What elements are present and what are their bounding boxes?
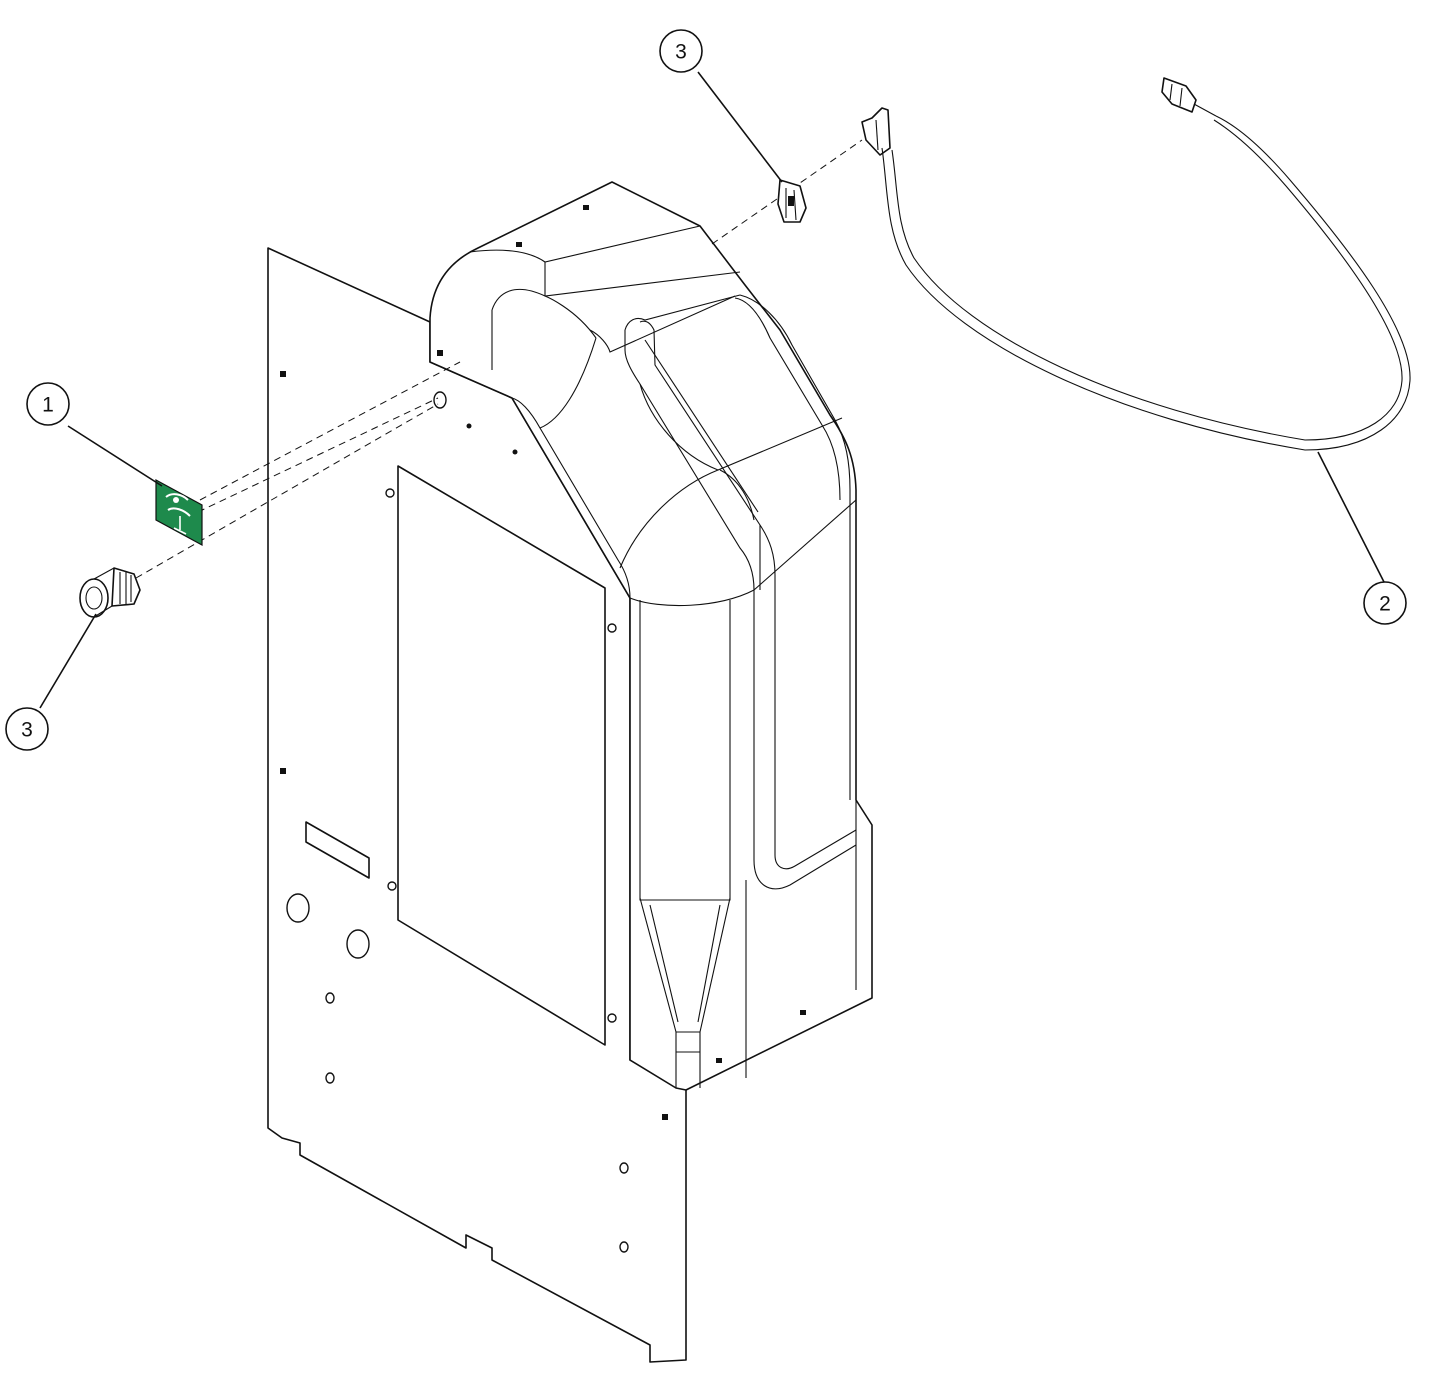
contact-block [777, 179, 807, 223]
safety-sign [155, 478, 203, 547]
housing-slot [716, 1058, 722, 1063]
callout-3-top: 3 [659, 29, 703, 73]
panel-dot [466, 423, 472, 429]
explode-lines [135, 139, 863, 579]
eyewash-sign-icon [165, 493, 191, 535]
panel-slot [662, 1114, 668, 1120]
cutout-tab [607, 1013, 617, 1023]
small-hole [325, 992, 335, 1004]
rect-cutout [305, 821, 370, 879]
callout-label: 3 [21, 719, 33, 742]
callout-leaders [39, 71, 1385, 709]
callout-3-bottom: 3 [5, 707, 49, 751]
button-mount-hole [433, 391, 447, 409]
leader-3-bottom [39, 613, 97, 709]
callout-label: 2 [1379, 593, 1391, 616]
housing-shroud [429, 181, 873, 1091]
callout-label: 1 [42, 394, 54, 417]
leader-2 [1317, 451, 1385, 583]
back-panel [267, 247, 687, 1363]
panel-slot [280, 371, 286, 377]
cutout-tab [607, 623, 617, 633]
callout-label: 3 [675, 41, 687, 64]
leader-1 [67, 425, 163, 487]
callout-2: 2 [1363, 581, 1407, 625]
panel-cutout [397, 465, 606, 1046]
housing-slot [516, 242, 522, 247]
contact-terminal [788, 196, 794, 206]
cutout-tab [385, 488, 395, 498]
panel-slot [280, 768, 286, 774]
small-hole [325, 1072, 335, 1084]
small-hole [619, 1241, 629, 1253]
cable-harness [861, 77, 1411, 451]
push-button-actuator [79, 567, 141, 618]
housing-slot [583, 205, 589, 210]
callout-1: 1 [26, 382, 70, 426]
panel-dot [512, 449, 518, 455]
cutout-tab [387, 881, 397, 891]
housing-slot [800, 1010, 806, 1015]
large-hole [286, 893, 310, 923]
leader-3-top [697, 71, 783, 183]
large-hole [346, 929, 370, 959]
small-hole [619, 1162, 629, 1174]
housing-slot [437, 350, 443, 356]
